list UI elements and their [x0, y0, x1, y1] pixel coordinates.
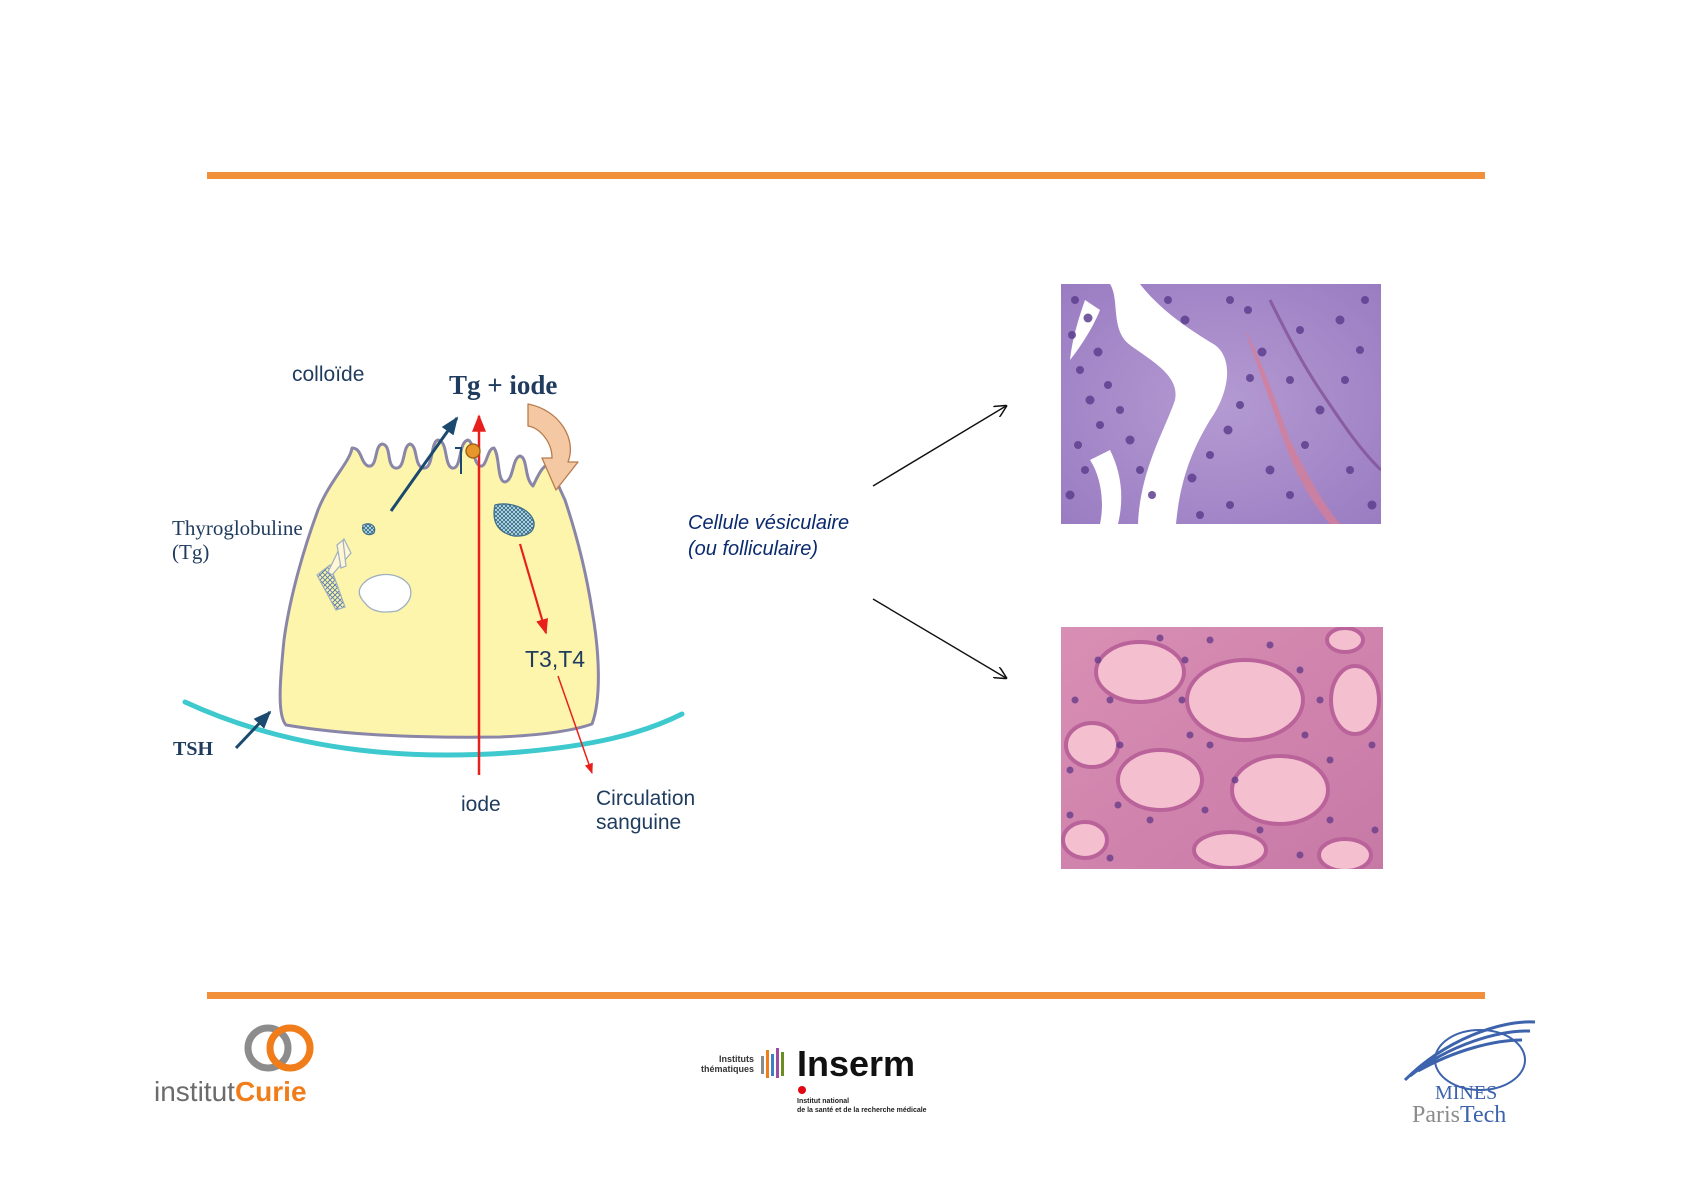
mines-swoosh-icon: [1405, 1022, 1535, 1090]
arrow-to-top-micrograph: [873, 406, 1006, 486]
inserm-tagline-line2: thématiques: [698, 1064, 754, 1074]
inserm-red-dot-icon: [798, 1086, 806, 1094]
curie-logo-text: institutCurie: [154, 1076, 307, 1108]
thyroglobulin-label-line2: (Tg): [172, 540, 303, 564]
caption-line2: (ou folliculaire): [688, 536, 849, 562]
inserm-subtitle-line1: Institut national: [797, 1097, 927, 1106]
t3-t4-label: T3,T4: [525, 646, 585, 673]
endocytosis-curved-arrow: [528, 404, 578, 490]
follicular-cell-caption: Cellule vésiculaire (ou folliculaire): [688, 510, 849, 562]
circulation-label-line1: Circulation: [596, 787, 695, 811]
tsh-label: TSH: [173, 738, 213, 761]
papillary-thyroid-micrograph: [1061, 284, 1381, 524]
thyroglobulin-label: Thyroglobuline (Tg): [172, 516, 303, 564]
normal-thyroid-micrograph: [1061, 627, 1383, 871]
mines-wordmark-line1: MINES: [1435, 1082, 1497, 1104]
small-hatched-granule: [363, 524, 375, 535]
inserm-subtitle: Institut national de la santé et de la r…: [797, 1097, 927, 1115]
thyroglobulin-label-line1: Thyroglobuline: [172, 516, 303, 540]
iodination-site-dot: [466, 444, 480, 458]
circulation-label: Circulation sanguine: [596, 787, 695, 835]
tg-iode-label: Tg + iode: [449, 370, 557, 401]
arrow-to-bottom-micrograph: [873, 599, 1006, 678]
curie-prefix: institut: [154, 1076, 235, 1107]
mines-tech: Tech: [1460, 1102, 1506, 1128]
colloid-label: colloïde: [292, 363, 364, 387]
inserm-bars-icon: [761, 1048, 784, 1078]
inserm-subtitle-line2: de la santé et de la recherche médicale: [797, 1106, 927, 1115]
inserm-tagline-line1: Instituts: [698, 1054, 754, 1064]
caption-line1: Cellule vésiculaire: [688, 510, 849, 536]
circulation-label-line2: sanguine: [596, 811, 695, 835]
curie-logo-icon: [248, 1028, 310, 1068]
curie-name: Curie: [235, 1076, 307, 1107]
mines-paris: Paris: [1412, 1102, 1460, 1128]
inserm-wordmark: Inserm: [797, 1044, 915, 1084]
iodine-label: iode: [461, 793, 501, 817]
mines-wordmark-line2: ParisTech: [1412, 1102, 1506, 1128]
inserm-tagline: Instituts thématiques: [698, 1054, 754, 1074]
